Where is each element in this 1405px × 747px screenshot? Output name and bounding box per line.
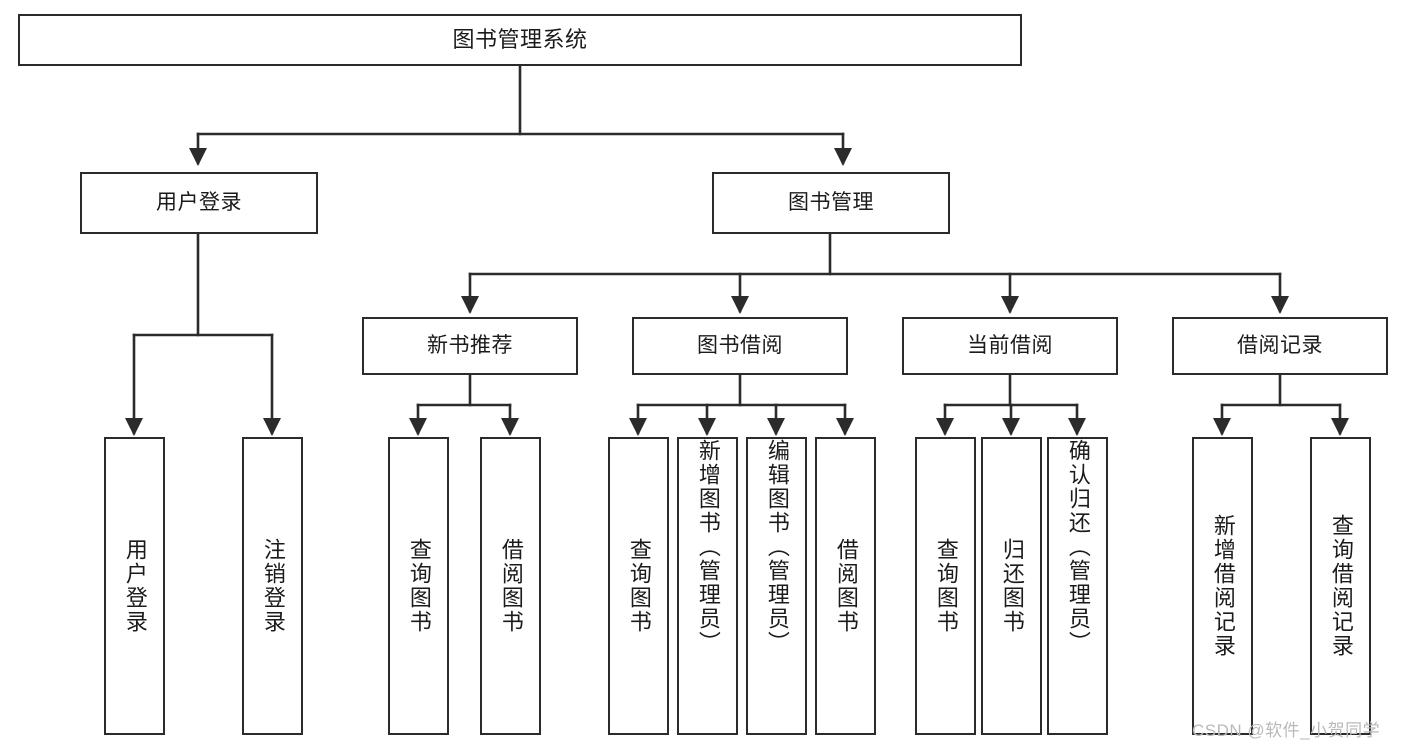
node-label: 当前借阅 [967, 334, 1053, 358]
node-label: 确认归还（管理员） [1065, 439, 1091, 655]
node-label: 查询图书 [933, 538, 959, 634]
node-leaf-query-record[interactable]: 查询借阅记录 [1310, 437, 1371, 735]
node-label: 用户登录 [122, 538, 148, 634]
csdn-watermark: CSDN @软件_小贺同学 [1192, 721, 1381, 740]
node-borrow-record[interactable]: 借阅记录 [1172, 317, 1388, 375]
node-leaf-edit-book[interactable]: 编辑图书（管理员） [746, 437, 807, 735]
node-label: 查询图书 [406, 538, 432, 634]
node-label: 查询借阅记录 [1328, 514, 1354, 658]
node-leaf-user-login[interactable]: 用户登录 [104, 437, 165, 735]
node-leaf-query-book-3[interactable]: 查询图书 [915, 437, 976, 735]
node-label: 新增借阅记录 [1210, 514, 1236, 658]
node-leaf-return-book[interactable]: 归还图书 [981, 437, 1042, 735]
node-label: 图书管理 [788, 191, 874, 215]
node-label: 借阅图书 [498, 538, 524, 634]
node-leaf-query-book-2[interactable]: 查询图书 [608, 437, 669, 735]
node-label: 查询图书 [626, 538, 652, 634]
node-new-book-recommend[interactable]: 新书推荐 [362, 317, 578, 375]
node-label: 注销登录 [260, 538, 286, 634]
node-label: 用户登录 [156, 191, 242, 215]
node-leaf-add-book[interactable]: 新增图书（管理员） [677, 437, 738, 735]
node-book-manage[interactable]: 图书管理 [712, 172, 950, 234]
node-leaf-borrow-book-1[interactable]: 借阅图书 [480, 437, 541, 735]
node-root-system[interactable]: 图书管理系统 [18, 14, 1022, 66]
node-label: 图书借阅 [697, 334, 783, 358]
node-book-borrow[interactable]: 图书借阅 [632, 317, 848, 375]
node-leaf-add-record[interactable]: 新增借阅记录 [1192, 437, 1253, 735]
node-label: 新增图书（管理员） [695, 439, 721, 655]
node-label: 图书管理系统 [452, 26, 588, 52]
node-leaf-query-book-1[interactable]: 查询图书 [388, 437, 449, 735]
node-label: 借阅图书 [833, 538, 859, 634]
node-label: 新书推荐 [427, 334, 513, 358]
node-leaf-confirm-return[interactable]: 确认归还（管理员） [1047, 437, 1108, 735]
node-current-borrow[interactable]: 当前借阅 [902, 317, 1118, 375]
node-leaf-borrow-book-2[interactable]: 借阅图书 [815, 437, 876, 735]
node-label: 编辑图书（管理员） [764, 439, 790, 655]
node-label: 借阅记录 [1237, 334, 1323, 358]
node-label: 归还图书 [999, 538, 1025, 634]
node-user-login[interactable]: 用户登录 [80, 172, 318, 234]
node-leaf-user-logout[interactable]: 注销登录 [242, 437, 303, 735]
